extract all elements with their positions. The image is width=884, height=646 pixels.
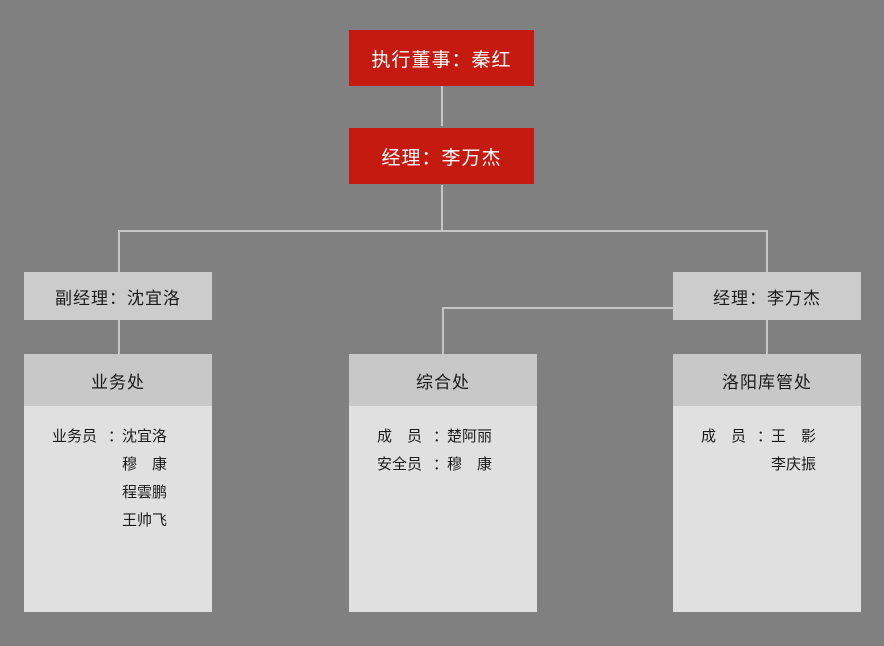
- general-manager-box[interactable]: 经理：李万杰: [349, 128, 534, 184]
- member-name: 沈宜洛: [122, 427, 168, 445]
- department-members-business: 业务员 ： 沈宜洛 穆 康 程雲鹏 王帅飞: [24, 406, 212, 612]
- department-title-luoyang-warehouse: 洛阳库管处: [673, 354, 861, 406]
- member-name: 李庆振: [771, 455, 817, 473]
- deputy-manager-label: 副经理：沈宜洛: [55, 288, 181, 309]
- connector-exec-to-manager: [441, 86, 443, 126]
- member-colon: ：: [757, 427, 773, 445]
- member-role: [701, 450, 757, 478]
- department-column-general[interactable]: 综合处 成 员 ： 楚阿丽 安全员 ： 穆 康: [349, 354, 537, 612]
- member-colon: [757, 450, 771, 478]
- member-name: 楚阿丽: [447, 427, 493, 445]
- list-item: 穆 康: [52, 450, 184, 478]
- member-role: [52, 506, 108, 534]
- connector-right-manager-to-bus2: [766, 320, 768, 354]
- list-item: 业务员 ： 沈宜洛: [52, 422, 184, 450]
- member-name: 程雲鹏: [122, 483, 168, 501]
- list-item: 程雲鹏: [52, 478, 184, 506]
- department-members-general: 成 员 ： 楚阿丽 安全员 ： 穆 康: [349, 406, 537, 612]
- member-role: 成 员: [701, 427, 747, 445]
- member-role: [52, 478, 108, 506]
- member-name: 王 影: [771, 427, 817, 445]
- member-name: 穆 康: [122, 455, 168, 473]
- member-colon: ：: [108, 427, 124, 445]
- list-item: 李庆振: [701, 450, 833, 478]
- list-item: 成 员 ： 楚阿丽: [377, 422, 509, 450]
- branch-manager-label: 经理：李万杰: [713, 288, 821, 309]
- deputy-manager-box[interactable]: 副经理：沈宜洛: [24, 272, 212, 320]
- member-name: 王帅飞: [122, 511, 168, 529]
- member-colon: ：: [433, 427, 449, 445]
- connector-bus-to-right-manager: [766, 230, 768, 272]
- member-role: 安全员: [377, 455, 423, 473]
- connector-bus-top: [118, 230, 768, 232]
- connector-bus-middle: [442, 307, 674, 309]
- member-colon: [108, 450, 122, 478]
- department-members-luoyang-warehouse: 成 员 ： 王 影 李庆振: [673, 406, 861, 612]
- member-role: 成 员: [377, 427, 423, 445]
- connector-bus-to-deputy: [118, 230, 120, 272]
- branch-manager-box[interactable]: 经理：李万杰: [673, 272, 861, 320]
- department-column-business[interactable]: 业务处 业务员 ： 沈宜洛 穆 康 程雲鹏 王帅飞: [24, 354, 212, 612]
- list-item: 成 员 ： 王 影: [701, 422, 833, 450]
- general-manager-label: 经理：李万杰: [381, 146, 502, 169]
- member-colon: [108, 506, 122, 534]
- executive-director-label: 执行董事：秦红: [371, 48, 512, 71]
- member-colon: [108, 478, 122, 506]
- list-item: 王帅飞: [52, 506, 184, 534]
- member-role: 业务员: [52, 427, 98, 445]
- department-column-luoyang-warehouse[interactable]: 洛阳库管处 成 员 ： 王 影 李庆振: [673, 354, 861, 612]
- list-item: 安全员 ： 穆 康: [377, 450, 509, 478]
- department-title-general: 综合处: [349, 354, 537, 406]
- department-title-business: 业务处: [24, 354, 212, 406]
- member-role: [52, 450, 108, 478]
- member-name: 穆 康: [447, 455, 493, 473]
- executive-director-box[interactable]: 执行董事：秦红: [349, 30, 534, 86]
- connector-manager-to-bus: [441, 185, 443, 231]
- connector-deputy-to-dept1: [118, 320, 120, 354]
- member-colon: ：: [433, 455, 449, 473]
- connector-bus2-to-dept2: [442, 307, 444, 354]
